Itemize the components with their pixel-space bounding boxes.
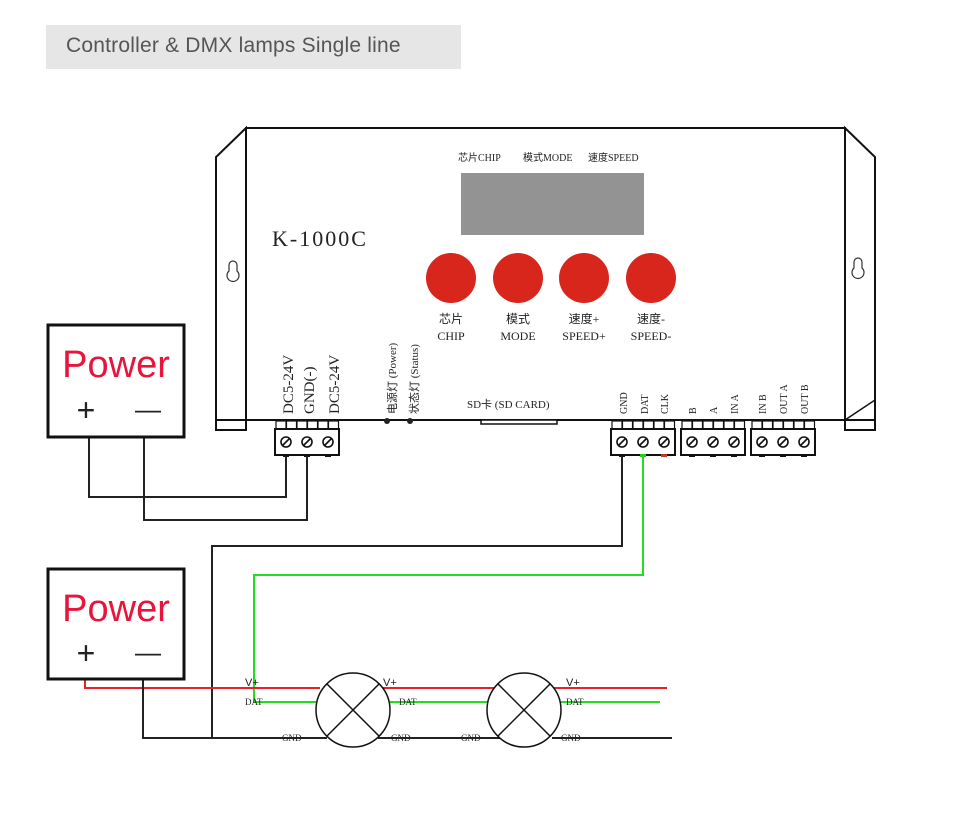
power-supply-1: Power + — xyxy=(46,323,186,439)
terminal-pin xyxy=(661,454,667,457)
terminal-screw xyxy=(637,436,649,448)
power-label: Power xyxy=(62,588,170,630)
power-terminal-label: GND(-) xyxy=(302,367,318,414)
output-terminal-label: GND xyxy=(619,392,630,414)
minus-sign: — xyxy=(135,394,161,424)
gnd-wire xyxy=(88,438,287,498)
power-led xyxy=(384,418,390,424)
output-terminal-label: DAT xyxy=(640,395,651,414)
power-terminal-label: DC5-24V xyxy=(327,355,343,414)
vplus-label: V+ xyxy=(383,677,397,689)
title-banner: Controller & DMX lamps Single line xyxy=(46,25,461,69)
button-label-cn: 速度+ xyxy=(569,311,600,326)
terminal-pin xyxy=(759,454,765,457)
plus-sign: + xyxy=(77,635,96,671)
dmx-out-label: OUT B xyxy=(800,384,811,414)
vplus-wire xyxy=(84,680,320,689)
power-indicator-label: 电源灯 (Power) xyxy=(385,342,399,414)
lamp-1 xyxy=(315,672,391,748)
gnd-label: GND xyxy=(461,733,481,743)
sd-card-label: SD卡 (SD CARD) xyxy=(467,398,550,411)
button-label-en: SPEED+ xyxy=(562,329,606,343)
vplus-label: V+ xyxy=(566,677,580,689)
gnd-label: GND xyxy=(561,733,581,743)
terminal-pin xyxy=(619,454,625,457)
dat-label: DAT xyxy=(399,697,417,707)
controller-model: K-1000C xyxy=(272,226,368,251)
speed-minus-button[interactable] xyxy=(626,253,676,303)
terminal-pin xyxy=(325,454,331,457)
terminal-screw xyxy=(322,436,334,448)
plus-sign: + xyxy=(77,392,96,428)
terminal-blocks xyxy=(274,420,816,457)
output-terminal-block xyxy=(610,420,676,457)
terminal-screw xyxy=(616,436,628,448)
button-label-en: MODE xyxy=(500,329,535,343)
terminal-pin xyxy=(689,454,695,457)
dat-label: DAT xyxy=(566,697,584,707)
display-label-speed: 速度SPEED xyxy=(588,151,639,164)
gnd-wire xyxy=(211,456,623,738)
controller-left-flange xyxy=(215,125,247,431)
power-terminal-label: DC5-24V xyxy=(281,355,297,414)
power-supply-2: Power + — xyxy=(46,567,186,681)
dmx-out-label: OUT A xyxy=(779,384,790,414)
terminal-screw xyxy=(777,436,789,448)
lcd-display xyxy=(461,173,644,235)
button-label-en: SPEED- xyxy=(631,329,672,343)
terminal-screw xyxy=(658,436,670,448)
button-label-cn: 芯片 xyxy=(439,312,463,326)
dmx-in-label: B xyxy=(688,407,699,414)
display-label-chip: 芯片CHIP xyxy=(458,151,501,164)
terminal-pin xyxy=(283,454,289,457)
terminal-pin xyxy=(780,454,786,457)
minus-sign: — xyxy=(135,637,161,667)
display-label-mode: 模式MODE xyxy=(523,151,572,164)
gnd-wire xyxy=(143,438,308,521)
chip-button[interactable] xyxy=(426,253,476,303)
dmx-out-terminal-block xyxy=(750,420,816,457)
dat-wire xyxy=(253,456,644,703)
terminal-screw xyxy=(756,436,768,448)
controller-right-flange xyxy=(844,125,876,431)
dat-label: DAT xyxy=(245,697,263,707)
sd-card-slot[interactable] xyxy=(480,419,558,425)
keyhole-icon xyxy=(851,257,865,279)
button-label-cn: 速度- xyxy=(637,311,665,326)
terminal-screw xyxy=(707,436,719,448)
terminal-pin xyxy=(640,454,646,457)
vplus-label: V+ xyxy=(245,677,259,689)
terminal-pin xyxy=(731,454,737,457)
page-title: Controller & DMX lamps Single line xyxy=(66,34,401,57)
gnd-label: GND xyxy=(391,733,411,743)
terminal-pin xyxy=(304,454,310,457)
dmx-out-label: IN B xyxy=(758,394,769,414)
dmx-in-label: A xyxy=(709,406,720,414)
terminal-screw xyxy=(798,436,810,448)
dmx-in-label: IN A xyxy=(730,394,741,415)
terminal-screw xyxy=(728,436,740,448)
wires xyxy=(84,438,672,739)
output-terminal-label: CLK xyxy=(660,393,671,414)
button-label-en: CHIP xyxy=(437,329,465,343)
lamp-2 xyxy=(486,672,562,748)
status-indicator-label: 状态灯 (Status) xyxy=(407,344,421,414)
speed-plus-button[interactable] xyxy=(559,253,609,303)
terminal-screw xyxy=(280,436,292,448)
terminal-pin xyxy=(710,454,716,457)
power-terminal-block xyxy=(274,420,340,457)
gnd-label: GND xyxy=(282,733,302,743)
gnd-wire xyxy=(142,680,327,739)
terminal-screw xyxy=(301,436,313,448)
power-label: Power xyxy=(62,344,170,386)
button-label-cn: 模式 xyxy=(506,312,530,326)
mode-button[interactable] xyxy=(493,253,543,303)
dmx-in-terminal-block xyxy=(680,420,746,457)
keyhole-icon xyxy=(226,260,240,282)
status-led xyxy=(407,418,413,424)
terminal-pin xyxy=(801,454,807,457)
terminal-screw xyxy=(686,436,698,448)
